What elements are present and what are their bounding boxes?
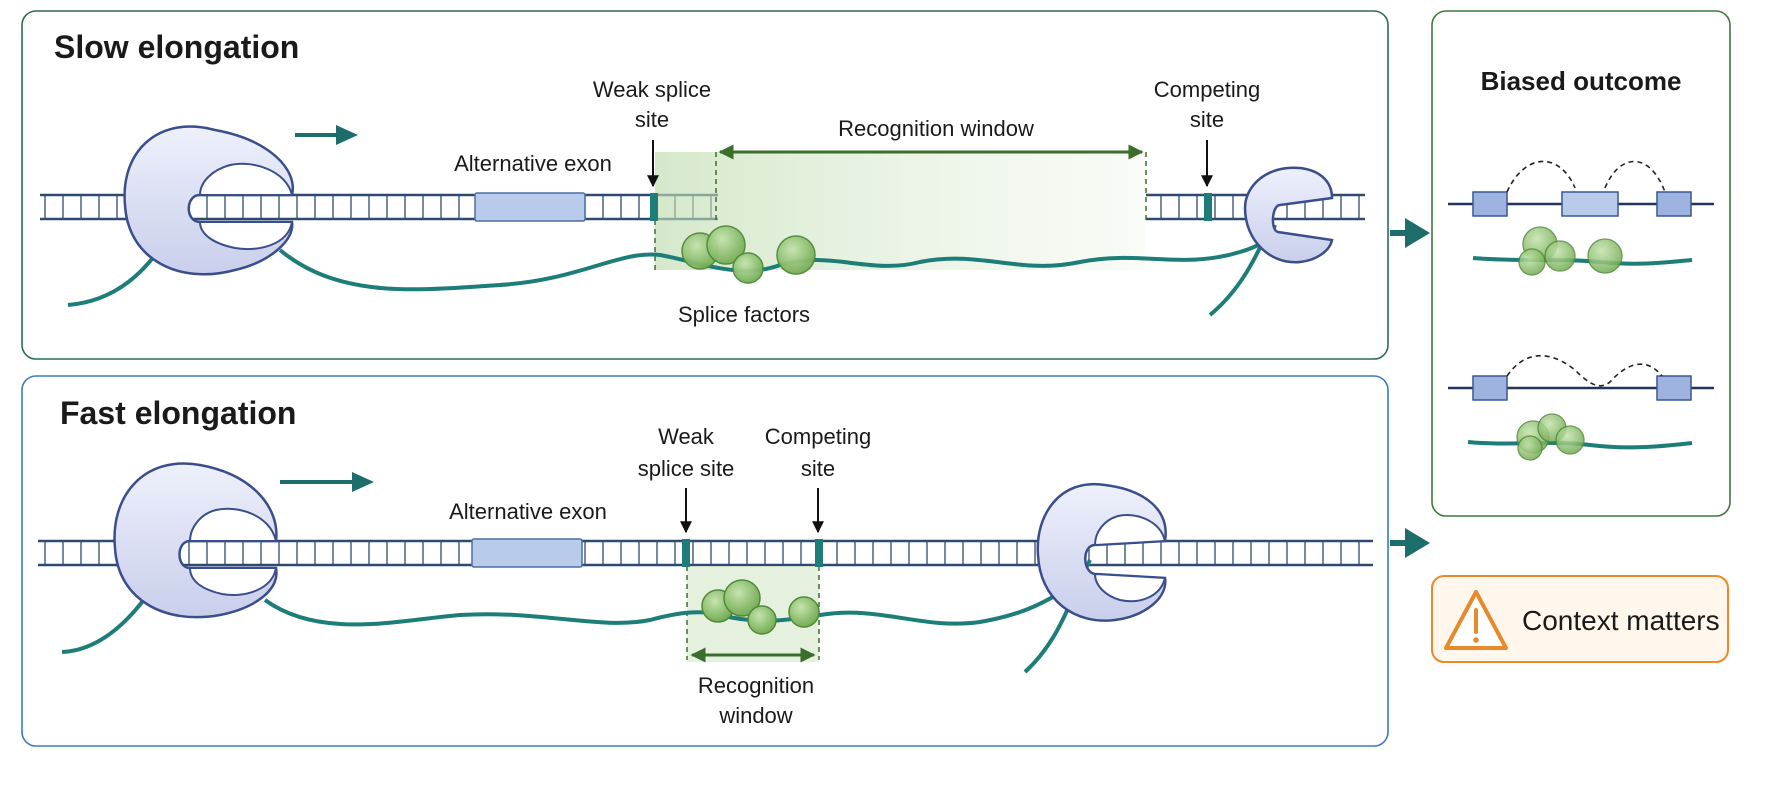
- rna-polymerase-right: [1036, 482, 1167, 622]
- weak-splice-site-marker: [682, 539, 690, 567]
- direction-arrow-icon: [295, 125, 358, 145]
- recognition-window-label: Recognition window: [838, 116, 1034, 141]
- weak-site-label-line2: splice site: [638, 456, 735, 481]
- weak-site-label-line1: Weak splice: [593, 77, 711, 102]
- splice-factors-label: Splice factors: [678, 302, 810, 327]
- splice-factors-cluster: [701, 579, 820, 635]
- exon-inclusion-outcome: [1448, 160, 1714, 276]
- biased-outcome-panel: Biased outcome: [1431, 10, 1731, 517]
- dna-strand: [38, 539, 1373, 567]
- competing-site-marker: [815, 539, 823, 567]
- rna-polymerase-left: [113, 462, 278, 619]
- warning-box: [1431, 575, 1729, 663]
- slow-to-outcome-arrow-icon: [1390, 218, 1430, 248]
- slow-elongation-panel: Slow elongation Alternative exon Weak sp…: [21, 10, 1389, 360]
- alt-exon-label: Alternative exon: [454, 151, 612, 176]
- outcome-panel-title: Biased outcome: [1481, 66, 1682, 96]
- recognition-window-label-line1: Recognition: [698, 673, 814, 698]
- weak-site-label-line2: site: [635, 107, 669, 132]
- competing-site-label-line2: site: [801, 456, 835, 481]
- fast-panel-title: Fast elongation: [60, 395, 296, 431]
- alt-exon-label: Alternative exon: [449, 499, 607, 524]
- direction-arrow-icon: [280, 472, 374, 492]
- rna-polymerase-right: [1243, 166, 1334, 264]
- slow-panel-title: Slow elongation: [54, 29, 299, 65]
- splice-factors-cluster: [681, 225, 816, 284]
- context-matters-callout: Context matters: [1431, 575, 1729, 663]
- exon-skipping-outcome: [1448, 354, 1714, 461]
- alternative-exon: [474, 192, 586, 222]
- rna-polymerase-left: [123, 125, 295, 276]
- fast-elongation-panel: Fast elongation Alternative exon Weak sp…: [21, 375, 1389, 747]
- fast-to-outcome-arrow-icon: [1390, 528, 1430, 558]
- weak-site-label-line1: Weak: [658, 424, 715, 449]
- alternative-exon: [471, 538, 583, 568]
- competing-site-label-line1: Competing: [765, 424, 871, 449]
- competing-site-label-line1: Competing: [1154, 77, 1260, 102]
- recognition-window-label-line2: window: [718, 703, 792, 728]
- context-matters-text: Context matters: [1522, 605, 1720, 636]
- competing-site-marker: [1204, 193, 1212, 221]
- competing-site-label-line2: site: [1190, 107, 1224, 132]
- warning-triangle-icon: [1444, 590, 1508, 650]
- weak-splice-site-marker: [650, 193, 658, 221]
